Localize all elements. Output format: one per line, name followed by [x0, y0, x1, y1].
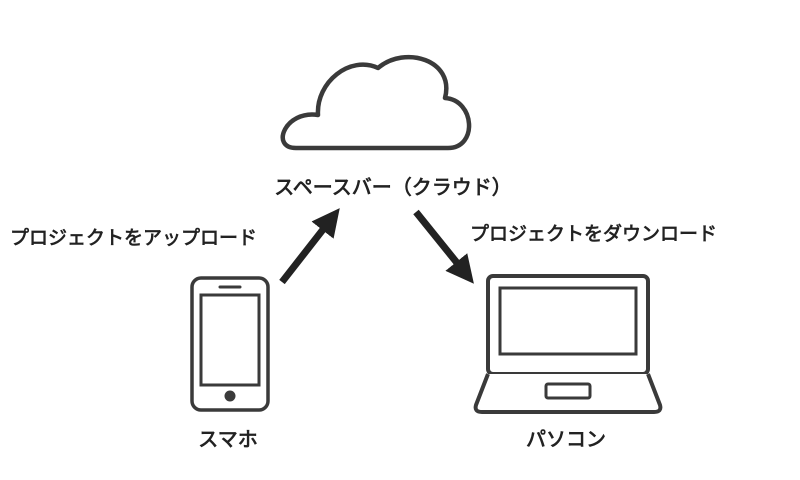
- download-arrow: [413, 209, 474, 284]
- upload-arrow: [279, 208, 340, 285]
- laptop-label: パソコン: [526, 427, 606, 451]
- cloud-label: スペースバー（クラウド）: [274, 175, 512, 199]
- upload-label: プロジェクトをアップロード: [10, 226, 257, 249]
- cloud-icon: [280, 54, 472, 151]
- laptop-icon: [473, 274, 663, 414]
- phone-label: スマホ: [198, 427, 257, 451]
- smartphone-icon: [190, 276, 270, 412]
- download-label: プロジェクトをダウンロード: [470, 222, 717, 245]
